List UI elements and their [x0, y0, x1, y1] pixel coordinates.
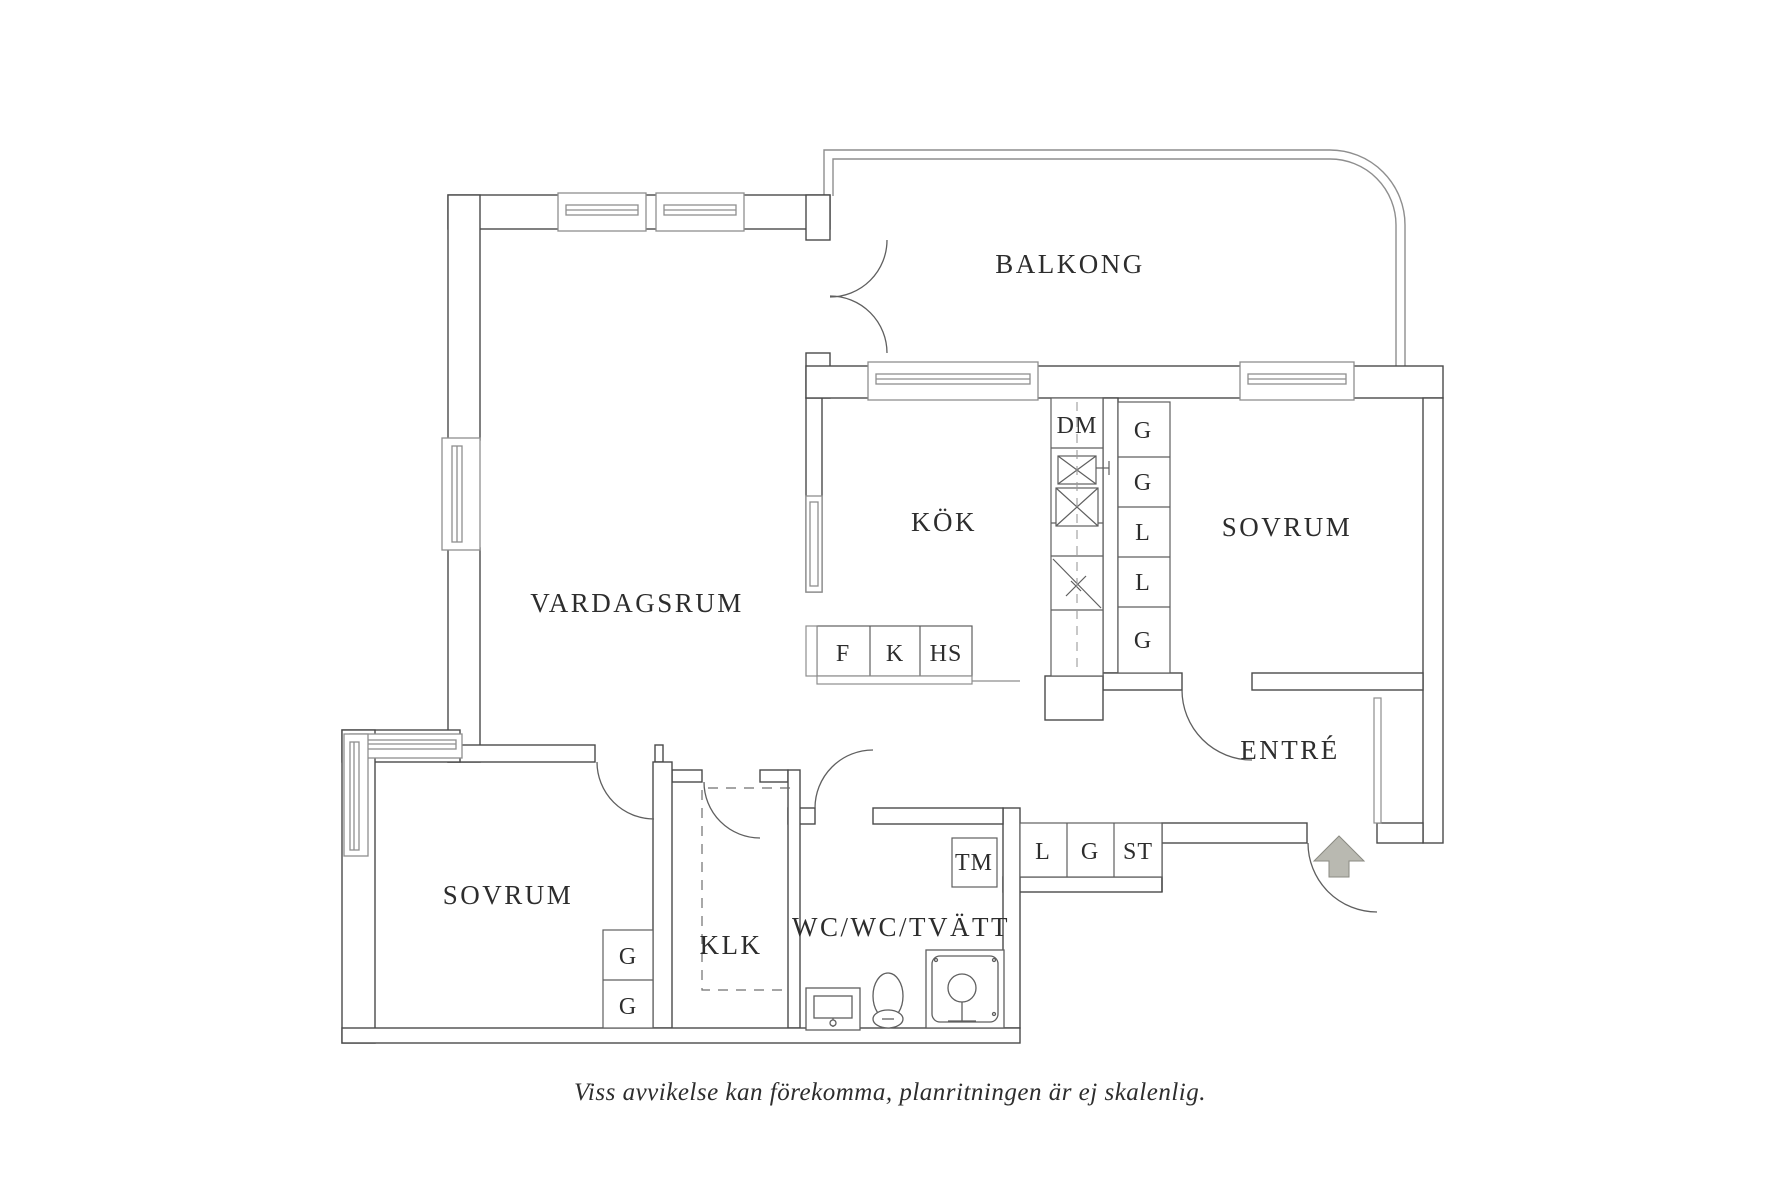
window [441, 437, 481, 551]
window [805, 495, 823, 593]
closet-label: G [1081, 839, 1099, 865]
wall-segment [1251, 672, 1424, 691]
room-label-balkong: BALKONG [995, 249, 1145, 279]
balcony-door-arc [829, 295, 888, 354]
window [557, 192, 647, 232]
unit-label-tm: TM [955, 850, 993, 876]
counter-label: K [886, 641, 904, 667]
window [655, 192, 745, 232]
wall-segment [447, 744, 596, 763]
window [343, 733, 369, 857]
balcony-railing [823, 149, 1406, 366]
wall-segment [1102, 672, 1183, 691]
doors [596, 239, 1378, 913]
wc-door-arc [814, 749, 874, 809]
room-label-sovrum-right: SOVRUM [1222, 512, 1353, 542]
wall-segment [1376, 822, 1424, 844]
storage-units [602, 822, 1163, 1029]
closet-label: G [619, 994, 637, 1020]
disclaimer-text: Viss avvikelse kan förekomma, planritnin… [574, 1079, 1206, 1106]
window [349, 733, 463, 759]
washbasin-icon [805, 987, 861, 1031]
windows [343, 192, 1355, 857]
room-label-vardagsrum: VARDAGSRUM [530, 588, 744, 618]
wall-segment [447, 547, 481, 763]
counter-edges [805, 625, 1020, 685]
front-door-leaf [1373, 697, 1382, 824]
counter-label: HS [930, 641, 963, 667]
wall-segment [1161, 822, 1308, 844]
entrance-arrow-icon [1312, 835, 1366, 878]
room-label-wc: WC/WC/TVÄTT [792, 912, 1010, 942]
bedroom-door-arc [1181, 689, 1253, 761]
hall-closets [1019, 822, 1163, 878]
room-label-entre: ENTRÉ [1240, 735, 1340, 765]
front-door-arc [1307, 842, 1378, 913]
wall-segment [1422, 397, 1444, 844]
room-label-klk: KLK [700, 930, 763, 960]
toilet-icon [872, 972, 904, 1029]
wc-fixtures [805, 949, 1005, 1031]
closet-label: ST [1123, 839, 1153, 865]
wall-segment [652, 761, 673, 1029]
closet-label: L [1135, 520, 1151, 546]
window [1239, 361, 1355, 401]
counter-label: F [836, 641, 850, 667]
wall-segment [671, 769, 703, 783]
closet-label: G [619, 944, 637, 970]
window [867, 361, 1039, 401]
closet-label: L [1135, 570, 1151, 596]
kitchen-units [816, 397, 1171, 677]
shower-icon [925, 949, 1005, 1029]
klk-dashed-outline [701, 787, 790, 991]
closet-label: L [1035, 839, 1051, 865]
unit-label-dm: DM [1057, 413, 1098, 439]
wall-segment [1002, 876, 1163, 893]
tm-box [951, 837, 998, 888]
wall-segment [787, 769, 801, 1029]
wall-segment [759, 769, 789, 783]
balcony-door-arc [829, 239, 888, 298]
closet-label: G [1134, 418, 1152, 444]
closet-label: G [1134, 628, 1152, 654]
wall-segment [872, 807, 1004, 825]
wall-segment [341, 1027, 1021, 1044]
room-label-sovrum-left: SOVRUM [443, 880, 574, 910]
closet-label: G [1134, 470, 1152, 496]
bedroom-closets [602, 929, 654, 1029]
wall-segment [805, 194, 831, 241]
wall-segment [447, 194, 481, 441]
closet-column [1117, 401, 1171, 674]
room-label-kok: KÖK [911, 507, 977, 537]
wall-segment [1102, 397, 1119, 674]
bedroom2-door-arc [596, 761, 655, 820]
wall-segment [1044, 675, 1104, 721]
wall-segment [654, 744, 664, 763]
klk-door-arc [703, 781, 761, 839]
